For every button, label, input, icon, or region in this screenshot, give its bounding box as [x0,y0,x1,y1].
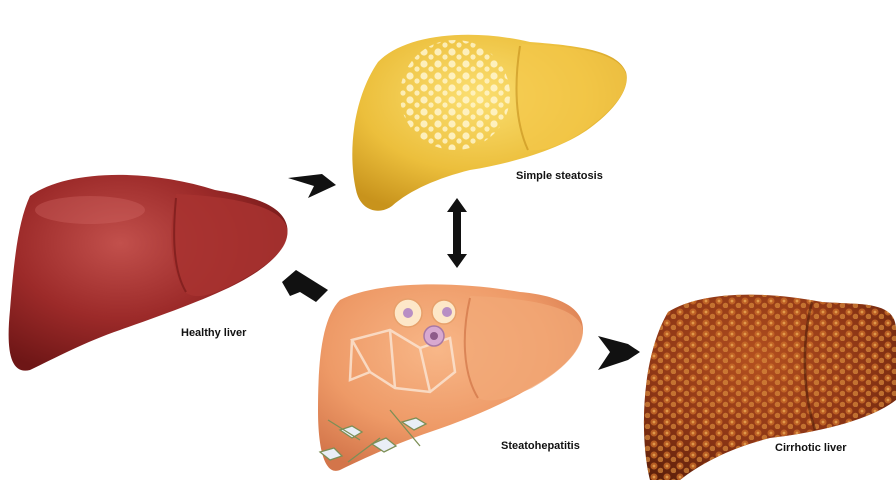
steatosis-liver-illustration [352,35,626,211]
arrow-steatohepatitis-to-cirrhotic [598,336,640,370]
healthy-liver-illustration [9,175,288,371]
arrow-healthy-to-steatosis [288,174,336,198]
label-steatohepatitis: Steatohepatitis [501,440,580,452]
arrow-bidirectional-steatosis-steatohepatitis [447,198,467,268]
arrow-healthy-to-steatohepatitis [282,270,328,302]
label-healthy-liver: Healthy liver [181,327,246,339]
label-cirrhotic-liver: Cirrhotic liver [775,442,847,454]
label-simple-steatosis: Simple steatosis [516,170,603,182]
cirrhotic-liver-illustration [640,285,896,484]
